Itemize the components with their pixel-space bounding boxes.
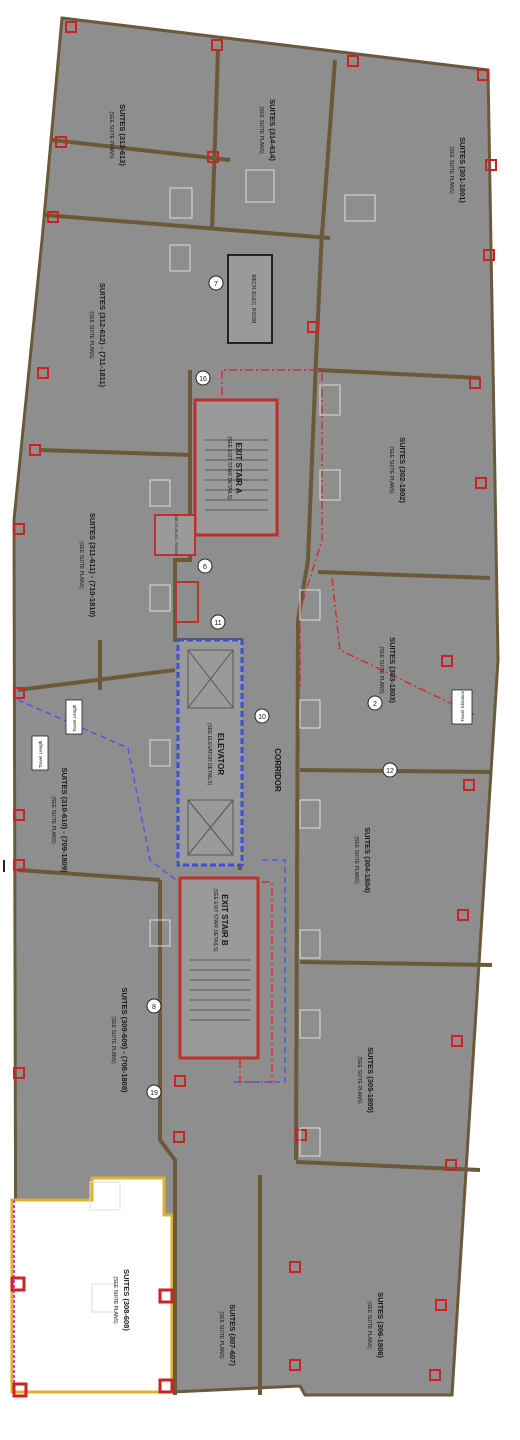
tag-7: 7 — [214, 281, 218, 288]
tag-bubbles — [146, 275, 398, 1100]
suite-304-label: SUITES (304-1804) — [363, 827, 372, 893]
tag-19: 19 — [150, 1090, 158, 1097]
suite-306-note: (SEE SUITE PLANS) — [366, 1301, 372, 1349]
suite-305-label: SUITES (305-1805) — [366, 1047, 375, 1113]
shaft-box — [175, 581, 199, 623]
suite-301-note: (SEE SUITE PLANS) — [448, 146, 454, 194]
exit-stair-a-note: (SEE EXIT STAIR DETAILS) — [226, 436, 232, 500]
suite-305-note: (SEE SUITE PLANS) — [356, 1056, 362, 1104]
suite-308-note: (SEE SUITE PLANS) — [112, 1276, 118, 1324]
exit-stair-b — [178, 876, 260, 1060]
corridor-label: CORRIDOR — [273, 748, 282, 792]
travel-note-box — [451, 689, 473, 725]
tag-12: 12 — [386, 768, 394, 775]
mech-room-2 — [154, 514, 196, 556]
suite-311-note: (SEE SUITE PLANS) — [78, 541, 84, 589]
building-footprint — [12, 16, 500, 1397]
exit-stair-b-label: EXIT STAIR B — [220, 894, 229, 946]
egress-route-red — [221, 369, 323, 690]
suite-310-note: (SEE SUITE PLANS) — [50, 796, 56, 844]
suite-307-label: SUITES (307-607) — [228, 1304, 237, 1366]
suite-314-note: (SEE SUITE PLANS) — [258, 106, 264, 154]
elevator-note: (SEE ELEVATOR DETAILS) — [206, 723, 212, 786]
exit-stair-a-label: EXIT STAIR A — [234, 442, 243, 493]
travel-note-box-2 — [65, 699, 83, 735]
suite-312-note: (SEE SUITE PLANS) — [88, 311, 94, 359]
elevator-label: ELEVATOR — [216, 733, 225, 775]
exit-stair-a — [193, 398, 279, 537]
suite-301-label: SUITES (301-1801) — [458, 137, 467, 203]
mech-room-2-label: MECH./ELEC. ROOM — [174, 515, 179, 554]
columns — [10, 21, 497, 1398]
suite-310-label: SUITES (310-610) - (709-1809) — [60, 767, 69, 873]
suite-309-label: SUITES (309-609) - (708-1808) — [120, 987, 129, 1093]
tag-10: 10 — [258, 714, 266, 721]
mech-room — [227, 254, 273, 344]
tag-16: 16 — [199, 376, 207, 383]
mech-room-label: MECH./ELEC. ROOM — [250, 275, 256, 324]
suite-307-note: (SEE SUITE PLANS) — [218, 1311, 224, 1359]
suite-313-label: SUITES (313-613) — [118, 104, 127, 166]
travel-note-3: Travel Length — [38, 740, 43, 768]
tag-2: 2 — [373, 701, 377, 708]
tag-11: 11 — [214, 620, 221, 627]
egress-route-red-2 — [331, 577, 476, 716]
exit-stair-b-note: (SEE EXIT STAIR DETAILS) — [212, 888, 218, 952]
travel-note-2: Travel Length — [72, 704, 77, 732]
suite-309-note: (SEE SUITE PLANS) — [110, 1016, 116, 1064]
suite-311-label: SUITES (311-611) - (710-1810) — [88, 513, 97, 618]
suite-306-label: SUITES (306-1806) — [376, 1292, 385, 1358]
suite-312-label: SUITES (312-612) - (711-1811) — [98, 283, 107, 388]
egress-route-blue-2 — [232, 859, 286, 1083]
suite-304-note: (SEE SUITE PLANS) — [353, 836, 359, 884]
suite-303-note: (SEE SUITE PLANS) — [378, 646, 384, 694]
suite-308-label: SUITES (308-608) — [122, 1269, 131, 1331]
fixtures — [89, 169, 376, 1313]
egress-route-red-3 — [239, 881, 273, 1083]
suite-314-label: SUITES (314-614) — [268, 99, 277, 161]
suite-302-note: (SEE SUITE PLANS) — [388, 446, 394, 494]
travel-note-box-3 — [31, 735, 49, 771]
suite-302-label: SUITES (302-1802) — [398, 437, 407, 503]
tag-6: 6 — [203, 564, 207, 571]
travel-note-1: Travel Distance — [460, 690, 465, 722]
tag-8: 8 — [152, 1004, 156, 1011]
suite-313-note: (SEE SUITE PLANS) — [108, 111, 114, 159]
suite-303-label: SUITES (303-1803) — [388, 637, 397, 703]
